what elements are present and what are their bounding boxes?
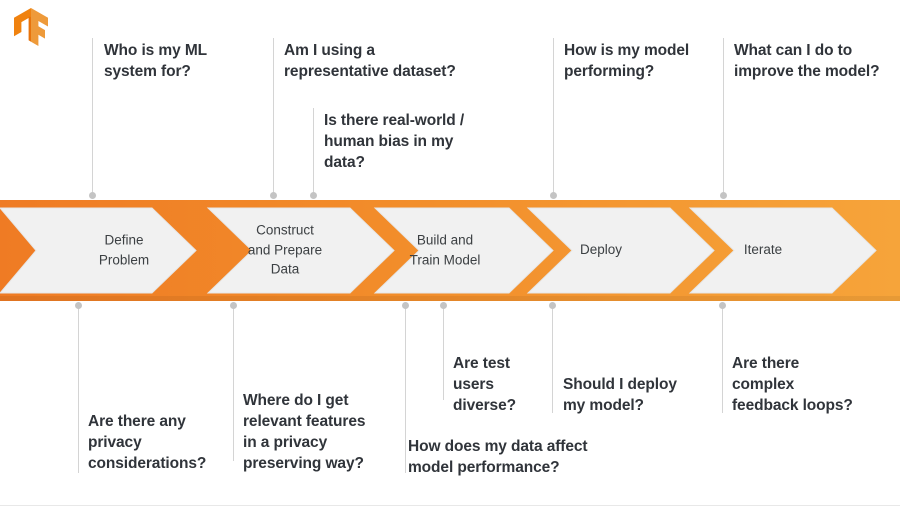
stage-label-define-problem: Define Problem bbox=[98, 232, 150, 267]
chevron-deploy bbox=[526, 207, 715, 294]
connector-dot bbox=[270, 192, 277, 199]
connector-dot bbox=[75, 302, 82, 309]
callout-what-can-i-do-to-improve-the-model: What can I do to improve the model? bbox=[734, 42, 880, 80]
connector-dot bbox=[310, 192, 317, 199]
stage-label-construct-and-prepare-data: Construct and Prepare Data bbox=[247, 222, 323, 277]
callout-am-i-using-a-representative-dataset: Am I using a representative dataset? bbox=[284, 42, 456, 80]
ml-workflow-pipeline: Define Problem Construct and Prepare Dat… bbox=[0, 200, 900, 301]
connector-dot bbox=[440, 302, 447, 309]
callout-how-is-my-model-performing: How is my model performing? bbox=[564, 42, 690, 80]
connector-how-does-my-data-affect-model-performance bbox=[402, 302, 409, 473]
chevron-build-and-train-model bbox=[373, 207, 554, 294]
connector-what-can-i-do-to-improve-the-model bbox=[720, 38, 727, 199]
callout-where-do-i-get-relevant-features-in-a-privacy-preserving-way: Where do I get relevant features in a pr… bbox=[243, 392, 366, 472]
connector-are-test-users-diverse bbox=[440, 302, 447, 400]
chevron-iterate bbox=[688, 207, 877, 294]
callout-is-there-real-world-human-bias-in-my-data: Is there real-world / human bias in my d… bbox=[324, 112, 465, 171]
callout-are-there-any-privacy-considerations: Are there any privacy considerations? bbox=[88, 413, 207, 472]
connector-dot bbox=[720, 192, 727, 199]
callout-are-test-users-diverse: Are test users diverse? bbox=[453, 355, 516, 414]
connector-dot bbox=[230, 302, 237, 309]
connector-are-there-complex-feedback-loops bbox=[719, 302, 726, 413]
connector-should-i-deploy-my-model bbox=[549, 302, 556, 413]
callout-who-is-my-ml-system-for: Who is my ML system for? bbox=[104, 42, 207, 80]
connector-how-is-my-model-performing bbox=[550, 38, 557, 199]
chevron-construct-and-prepare-data bbox=[206, 207, 395, 294]
chevron-define-problem bbox=[0, 207, 197, 294]
connector-dot bbox=[549, 302, 556, 309]
connector-dot bbox=[550, 192, 557, 199]
connector-where-do-i-get-relevant-features bbox=[230, 302, 237, 461]
callout-should-i-deploy-my-model: Should I deploy my model? bbox=[563, 376, 677, 414]
stage-label-iterate: Iterate bbox=[743, 242, 783, 258]
stage-label-build-and-train-model: Build and Train Model bbox=[409, 232, 481, 267]
tensorflow-logo bbox=[14, 8, 48, 46]
connector-is-there-real-world-human-bias-in-my-data bbox=[310, 108, 317, 199]
connector-am-i-using-a-representative-dataset bbox=[270, 38, 277, 199]
connector-dot bbox=[402, 302, 409, 309]
callout-are-there-complex-feedback-loops: Are there complex feedback loops? bbox=[732, 355, 853, 414]
connector-are-there-any-privacy-considerations bbox=[75, 302, 82, 473]
connector-who-is-my-ml-system-for bbox=[89, 38, 96, 199]
connector-dot bbox=[719, 302, 726, 309]
connector-dot bbox=[89, 192, 96, 199]
stage-label-deploy: Deploy bbox=[579, 242, 623, 258]
callout-how-does-my-data-affect-model-performance: How does my data affect model performanc… bbox=[408, 438, 588, 476]
